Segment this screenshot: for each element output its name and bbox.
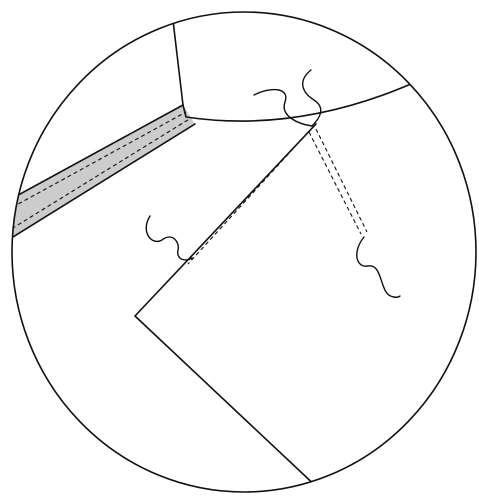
thread-tail-top-right [303, 70, 321, 126]
thread-tail-left [146, 216, 192, 260]
bias-tape-bottom-edge [0, 124, 195, 245]
lower-fabric-piece [135, 124, 320, 490]
thread-tail-right [357, 237, 400, 297]
magnifier-circle [12, 12, 476, 492]
upper-fabric-piece [172, 12, 420, 121]
seam-stitch-right-a [309, 132, 361, 234]
lens-contents [0, 12, 420, 490]
bias-tape [0, 105, 195, 245]
seam-stitch-right-b [316, 129, 367, 232]
bias-tape-top-edge [0, 105, 183, 205]
